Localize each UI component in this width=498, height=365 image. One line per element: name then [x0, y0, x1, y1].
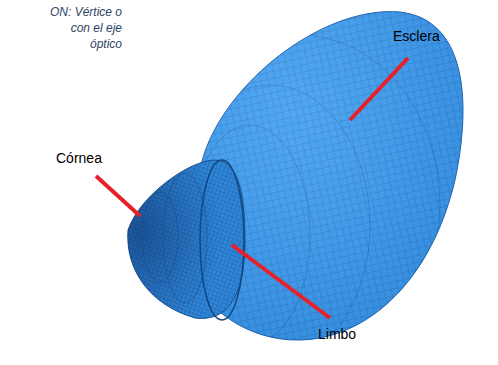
part-label: Esclera — [393, 28, 440, 45]
leader-line — [232, 245, 330, 318]
leader-line — [350, 58, 408, 120]
note-text: ON: Vértice o con el eje óptico — [38, 4, 122, 52]
part-label: Limbo — [318, 326, 356, 343]
leader-line — [96, 176, 140, 216]
part-label: Córnea — [56, 150, 102, 167]
